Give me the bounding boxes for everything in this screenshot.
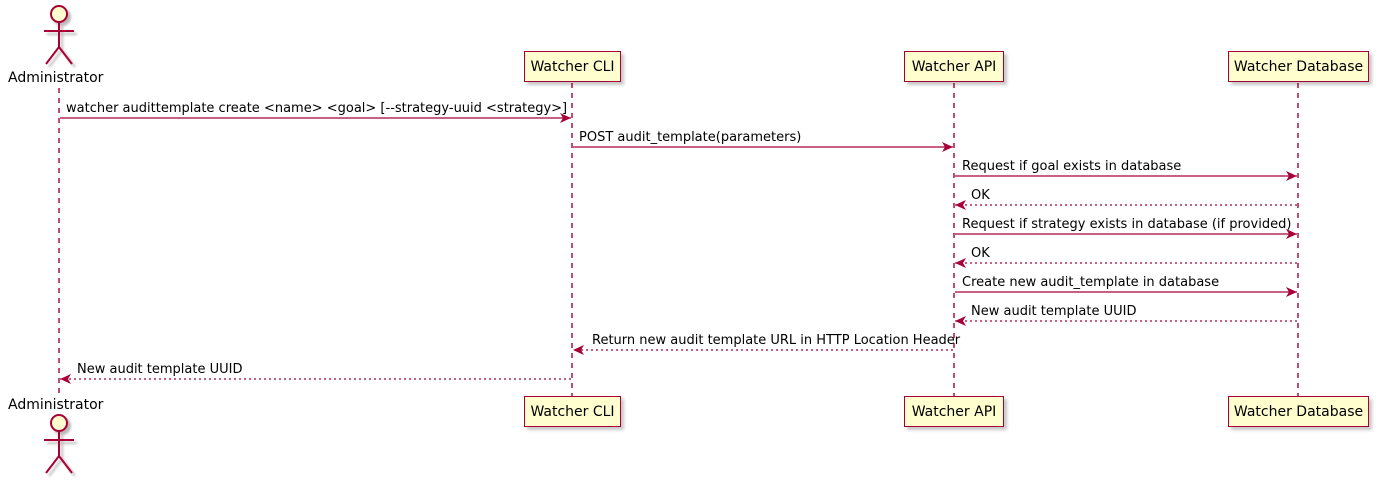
participant-watcher-database-top[interactable]: Watcher Database — [1228, 51, 1369, 82]
participant-watcher-cli-top[interactable]: Watcher CLI — [524, 51, 621, 82]
message-label-4: OK — [971, 188, 990, 203]
message-label-2: POST audit_template(parameters) — [579, 130, 802, 145]
participant-label: Watcher CLI — [530, 403, 615, 420]
message-label-1: watcher audittemplate create <name> <goa… — [66, 101, 568, 116]
participant-watcher-api-bottom[interactable]: Watcher API — [904, 396, 1004, 427]
message-label-3: Request if goal exists in database — [962, 159, 1182, 174]
message-label-10: New audit template UUID — [77, 362, 243, 377]
message-label-7: Create new audit_template in database — [962, 275, 1220, 290]
lifelines — [58, 83, 1299, 396]
message-label-6: OK — [971, 246, 990, 261]
participant-label: Watcher API — [911, 403, 997, 420]
message-label-9: Return new audit template URL in HTTP Lo… — [592, 333, 961, 348]
message-label-8: New audit template UUID — [971, 304, 1137, 319]
actor-label-administrator-bottom: Administrator — [8, 397, 104, 413]
participant-label: Watcher CLI — [530, 58, 615, 75]
participant-label: Watcher Database — [1233, 403, 1364, 420]
message-arrows — [60, 113, 1297, 384]
actor-figure-bottom — [44, 414, 74, 474]
message-label-5: Request if strategy exists in database (… — [962, 217, 1292, 232]
actor-label-administrator-top: Administrator — [8, 70, 104, 86]
participant-label: Watcher Database — [1233, 58, 1364, 75]
actor-figure-top — [44, 5, 74, 65]
participant-watcher-cli-bottom[interactable]: Watcher CLI — [524, 396, 621, 427]
participant-label: Watcher API — [911, 58, 997, 75]
participant-watcher-database-bottom[interactable]: Watcher Database — [1228, 396, 1369, 427]
participant-watcher-api-top[interactable]: Watcher API — [904, 51, 1004, 82]
